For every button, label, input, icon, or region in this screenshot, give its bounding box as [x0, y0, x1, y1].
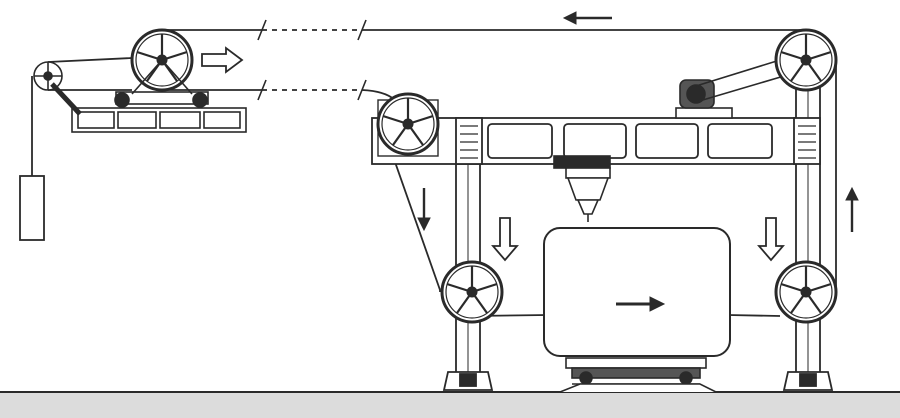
gantry-right-top-drive-flywheel: [774, 28, 838, 92]
tension-pulley: [33, 61, 82, 116]
stone-block: [543, 227, 731, 357]
counterweight: [19, 175, 45, 241]
block-trolley: [559, 357, 717, 393]
cutter-head: [553, 155, 611, 222]
gantry-left-top-flywheel: [376, 92, 440, 157]
top-wire-arrow: [562, 11, 612, 25]
column-right-bottom-flywheel: [774, 260, 838, 324]
carriage-assembly: [71, 59, 247, 133]
left-wire-down-arrow: [417, 188, 431, 232]
right-wire-up-arrow: [845, 186, 859, 232]
left-column-feed-arrow: [491, 217, 519, 262]
drive-motor: [675, 59, 785, 119]
ground: [0, 391, 900, 418]
carriage-flywheel: [130, 28, 194, 92]
right-column-feed-arrow: [757, 217, 785, 262]
carriage-motion-arrow: [201, 46, 244, 74]
wire-break-marks: [257, 19, 367, 101]
column-left-bottom-flywheel: [440, 260, 504, 324]
cut-direction-arrow: [616, 296, 666, 312]
right-column: [782, 83, 834, 391]
